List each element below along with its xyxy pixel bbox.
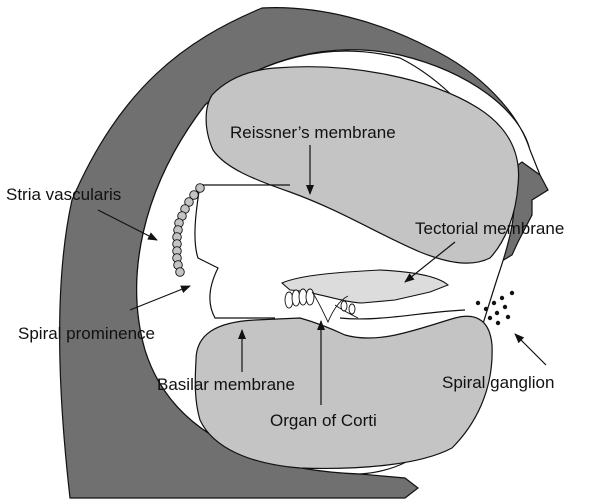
label-organ-of-corti: Organ of Corti — [270, 411, 377, 430]
label-stria-vascularis: Stria vascularis — [6, 185, 121, 204]
arrow-spiral-ganglion — [515, 334, 546, 365]
label-tectorial-membrane: Tectorial membrane — [415, 219, 564, 238]
label-spiral-ganglion: Spiral ganglion — [442, 373, 554, 392]
label-basilar-membrane: Basilar membrane — [157, 375, 295, 394]
label-spiral-prominence: Spiral prominence — [18, 324, 155, 343]
label-reissners-membrane: Reissner’s membrane — [230, 123, 396, 142]
